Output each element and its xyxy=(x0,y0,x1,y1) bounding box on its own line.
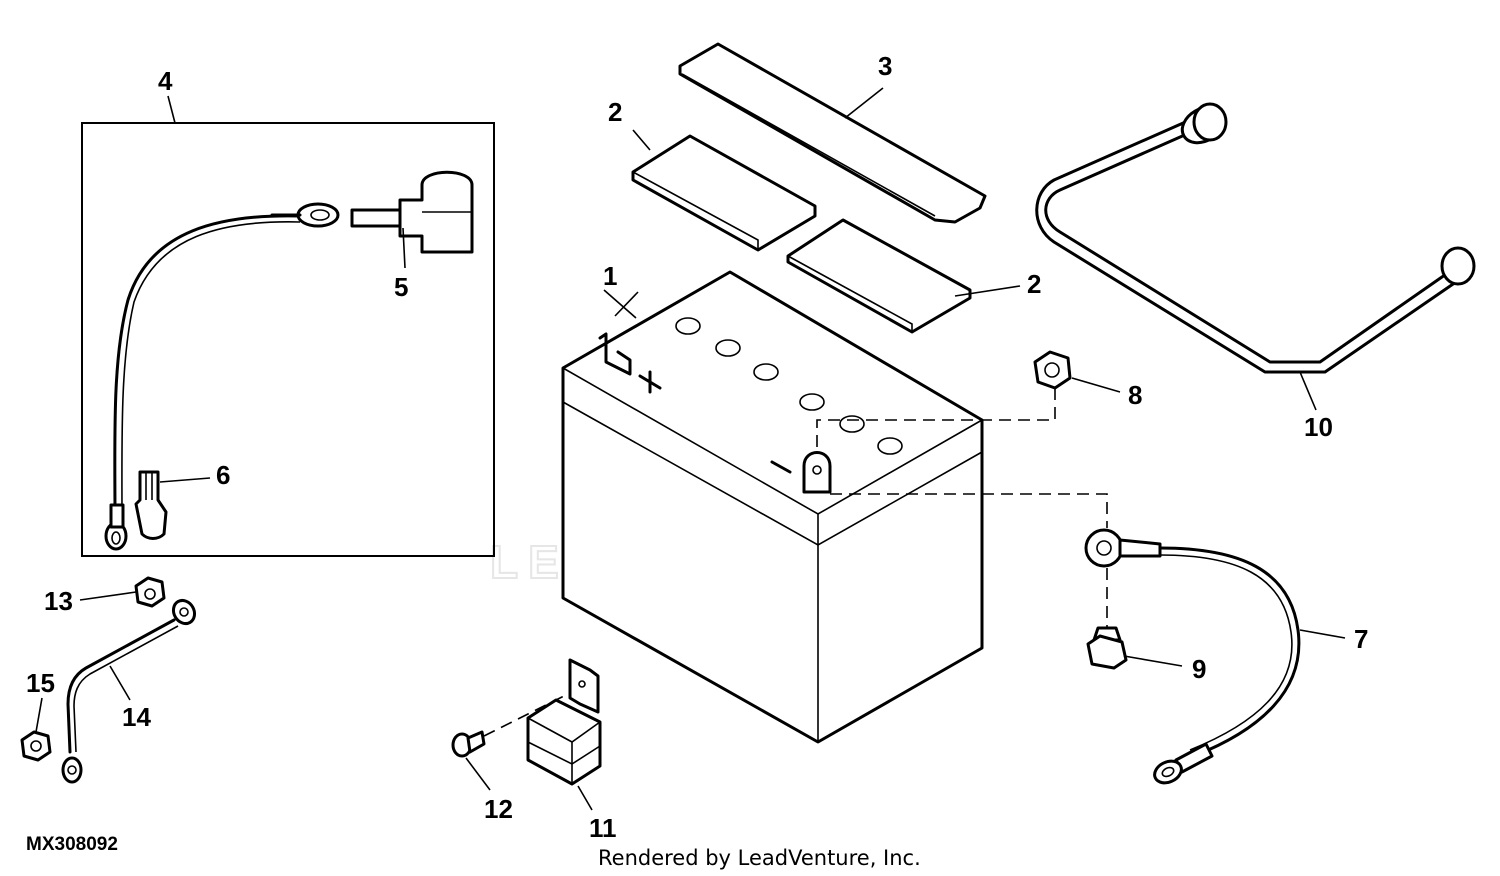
nut-15 xyxy=(20,697,52,762)
battery-cable-kit xyxy=(104,202,340,551)
nut-13 xyxy=(79,576,166,608)
callout-15: 15 xyxy=(26,668,55,698)
callout-5: 5 xyxy=(394,272,408,302)
hold-down-rod-10 xyxy=(1035,102,1476,411)
screw-12 xyxy=(451,693,569,791)
callout-13: 13 xyxy=(44,586,73,616)
callout-9: 9 xyxy=(1192,654,1206,684)
kit-box xyxy=(81,122,495,557)
ground-strap-14 xyxy=(61,598,197,784)
footer-credit: Rendered by LeadVenture, Inc. xyxy=(598,846,921,870)
callout-2b: 2 xyxy=(1027,269,1041,299)
battery-pad-2b xyxy=(786,218,1021,334)
battery-1 xyxy=(561,270,984,744)
callout-11: 11 xyxy=(589,813,617,843)
callout-4: 4 xyxy=(158,66,173,96)
terminal-boot-6 xyxy=(134,470,211,540)
solenoid-11 xyxy=(526,658,602,811)
callout-2a: 2 xyxy=(608,97,622,127)
figure-code: MX308092 xyxy=(26,834,118,855)
battery-pad-3 xyxy=(678,42,987,224)
callout-12: 12 xyxy=(484,794,513,824)
nut-8 xyxy=(816,350,1121,450)
callout-10: 10 xyxy=(1304,412,1333,442)
callout-1: 1 xyxy=(603,261,617,291)
callout-3: 3 xyxy=(878,51,892,81)
callout-6: 6 xyxy=(216,460,230,490)
battery-pad-2a xyxy=(631,129,817,252)
terminal-boot-5 xyxy=(350,170,474,269)
callout-14: 14 xyxy=(122,702,151,732)
callout-8: 8 xyxy=(1128,380,1142,410)
battery-cable-7 xyxy=(1084,528,1346,785)
leader-4 xyxy=(167,95,176,124)
leader-1 xyxy=(603,289,637,319)
callout-7: 7 xyxy=(1354,624,1368,654)
bolt-9 xyxy=(830,493,1183,670)
